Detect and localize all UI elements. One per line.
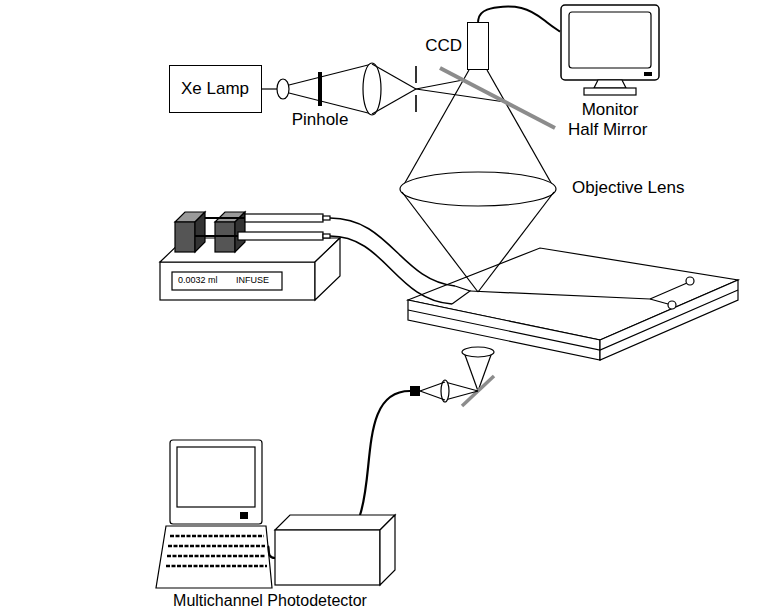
half-mirror: [440, 68, 555, 128]
laptop-button: [240, 512, 248, 519]
display-text: INFUSE: [236, 275, 269, 285]
light-ray: [416, 80, 463, 89]
plunger-rod: [195, 235, 238, 237]
data-cable: [268, 546, 275, 558]
light-ray: [372, 89, 416, 114]
light-ray: [487, 70, 554, 188]
pump-clamp: [175, 222, 195, 252]
monitor-outline: [560, 4, 660, 96]
node-label: Multichannel Photodetector: [148, 592, 392, 610]
objective-lens: [400, 172, 556, 206]
syringe: [238, 232, 323, 240]
part-label: Half Mirror: [568, 120, 647, 140]
outlet-port: [686, 277, 694, 285]
multichannel-photodetector: Multichannel Photodetector: [275, 515, 395, 585]
microchannel: [470, 291, 650, 299]
syringe: [245, 214, 323, 222]
microchannel: [452, 286, 470, 304]
light-ray: [372, 64, 416, 89]
tubing: [330, 218, 455, 286]
syringe-pump-body: [315, 238, 340, 300]
pinhole-plate: [318, 72, 322, 106]
multichannel-photodetector-outline: [275, 515, 395, 585]
pump-display: [172, 272, 282, 290]
node-label: Xe Lamp: [177, 79, 253, 99]
laptop-screen: [170, 440, 262, 524]
syringe-tip: [323, 216, 330, 220]
condenser-lens: [277, 79, 289, 99]
light-ray: [289, 64, 372, 85]
optical-fiber: [360, 391, 410, 515]
collimating-lens: [363, 63, 381, 115]
tubing: [330, 236, 452, 304]
xe-lamp: Xe Lamp: [169, 65, 262, 113]
plunger-rod: [205, 217, 245, 219]
light-ray: [420, 391, 445, 400]
keyboard-keys: [167, 555, 266, 558]
microchannel: [650, 283, 687, 299]
light-ray: [402, 192, 478, 292]
keyboard-keys: [170, 535, 264, 538]
light-ray: [402, 70, 469, 188]
node-label: CCD: [425, 36, 462, 56]
keyboard-keys: [166, 565, 267, 568]
collection-lens: [462, 347, 494, 357]
light-ray: [478, 192, 554, 292]
outlet-port: [668, 301, 676, 309]
microchannel: [650, 299, 668, 304]
light-ray: [445, 382, 478, 391]
keyboard-keys: [168, 545, 265, 548]
syringe-tip: [323, 234, 330, 238]
part-label: Objective Lens: [572, 178, 684, 198]
ccd-camera: CCD: [467, 22, 489, 70]
monitor: Monitor: [560, 4, 660, 96]
light-ray: [445, 391, 478, 400]
syringe-pump-body: [160, 262, 315, 300]
aperture: [415, 66, 417, 83]
laptop-keyboard: [156, 526, 272, 588]
part-label: Pinhole: [292, 110, 349, 130]
light-ray: [465, 355, 478, 391]
aperture: [415, 95, 417, 112]
light-ray: [420, 382, 445, 391]
fiber-connector: [410, 386, 420, 396]
node-label: Monitor: [582, 100, 639, 120]
laptop-display: [177, 447, 255, 507]
chip-layer-line: [408, 290, 738, 350]
cable: [478, 7, 560, 32]
display-text: 0.0032 ml: [178, 275, 218, 285]
pump-clamp: [195, 212, 205, 252]
